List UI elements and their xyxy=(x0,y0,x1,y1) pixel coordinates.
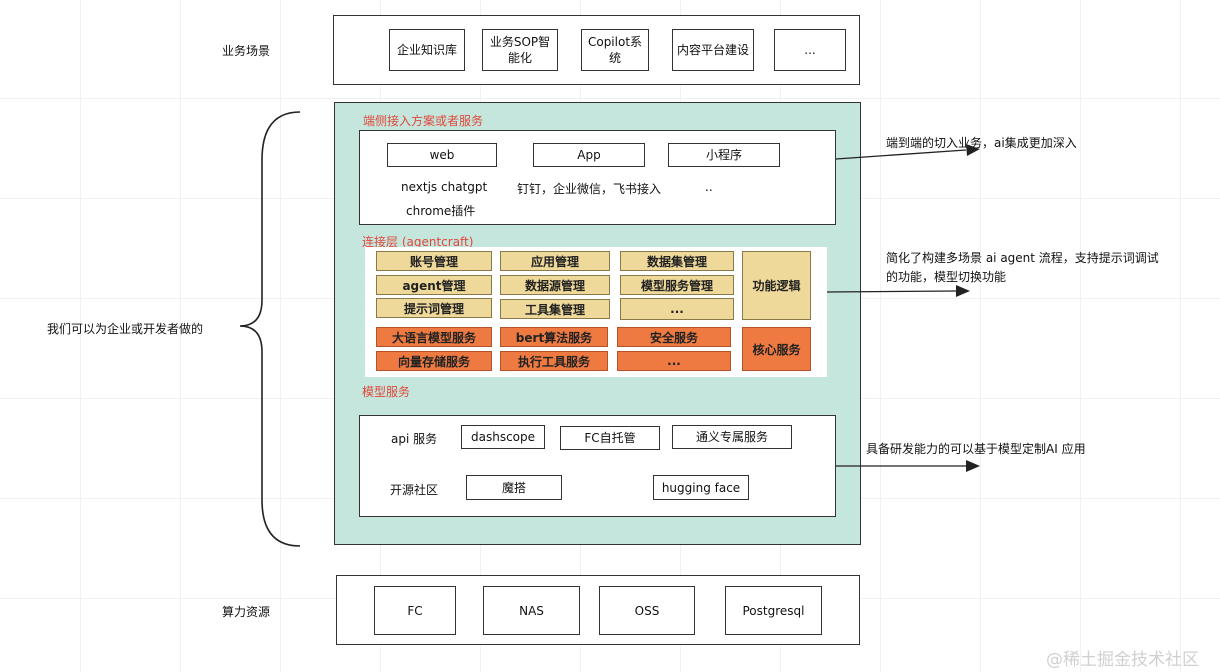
client-app-box: App xyxy=(533,143,645,167)
compute-layer-label: 算力资源 xyxy=(222,605,271,619)
watermark: @稀土掘金技术社区 xyxy=(1046,650,1199,670)
model-modelscope-box: 魔搭 xyxy=(466,475,562,500)
yellow-account-mgmt: 账号管理 xyxy=(376,251,492,271)
client-arrow-note: 端到端的切入业务，ai集成更加深入 xyxy=(886,136,1077,150)
client-web-note-1: nextjs chatgpt xyxy=(401,180,488,194)
orange-core-service: 核心服务 xyxy=(742,327,811,371)
client-layer-title: 端侧接入方案或者服务 xyxy=(363,114,484,128)
yellow-model-service-mgmt: 模型服务管理 xyxy=(620,275,734,295)
business-item-knowledge-base: 企业知识库 xyxy=(389,29,465,71)
client-mini-note: .. xyxy=(705,180,713,194)
business-item-content-platform: 内容平台建设 xyxy=(672,29,754,71)
connect-layer-title: 连接层 (agentcraft) xyxy=(362,235,474,249)
model-arrow xyxy=(836,460,980,472)
curly-brace xyxy=(239,111,301,547)
client-app-note: 钉钉，企业微信，飞书接入 xyxy=(517,182,662,196)
yellow-datasource-mgmt: 数据源管理 xyxy=(500,275,610,295)
orange-vector-storage: 向量存储服务 xyxy=(376,351,492,371)
brace-label: 我们可以为企业或开发者做的 xyxy=(47,322,204,336)
connect-arrow xyxy=(826,285,970,297)
compute-nas-box: NAS xyxy=(483,586,580,635)
model-tongyi-box: 通义专属服务 xyxy=(672,425,792,449)
model-arrow-note: 具备研发能力的可以基于模型定制AI 应用 xyxy=(866,442,1086,456)
model-fc-selfhost-box: FC自托管 xyxy=(560,426,660,450)
business-layer-label: 业务场景 xyxy=(222,44,271,58)
orange-tool-execution: 执行工具服务 xyxy=(500,351,608,371)
yellow-dataset-mgmt: 数据集管理 xyxy=(620,251,734,271)
orange-security-service: 安全服务 xyxy=(617,327,731,347)
connect-arrow-note-1: 简化了构建多场景 ai agent 流程，支持提示词调试 xyxy=(886,251,1159,265)
model-huggingface-box: hugging face xyxy=(653,475,749,500)
yellow-agent-mgmt: agent管理 xyxy=(376,275,492,295)
model-dashscope-box: dashscope xyxy=(461,425,545,449)
orange-bert-service: bert算法服务 xyxy=(500,327,608,347)
orange-llm-service: 大语言模型服务 xyxy=(376,327,492,347)
client-web-box: web xyxy=(387,143,497,167)
client-web-note-2: chrome插件 xyxy=(406,204,476,218)
compute-oss-box: OSS xyxy=(599,586,695,635)
business-item-copilot: Copilot系统 xyxy=(581,29,649,71)
model-layer-title: 模型服务 xyxy=(362,385,411,399)
compute-postgresql-box: Postgresql xyxy=(725,586,822,635)
yellow-more: ... xyxy=(620,298,734,320)
yellow-app-mgmt: 应用管理 xyxy=(500,251,610,271)
client-arrow xyxy=(835,144,980,160)
yellow-prompt-mgmt: 提示词管理 xyxy=(376,298,492,318)
business-item-sop: 业务SOP智能化 xyxy=(482,29,558,71)
compute-fc-box: FC xyxy=(374,586,456,635)
yellow-toolset-mgmt: 工具集管理 xyxy=(500,299,610,319)
yellow-function-logic: 功能逻辑 xyxy=(742,251,811,320)
model-api-label: api 服务 xyxy=(391,432,438,446)
client-miniprogram-box: 小程序 xyxy=(668,143,780,167)
model-oss-label: 开源社区 xyxy=(390,483,439,497)
orange-more: ... xyxy=(617,351,731,371)
business-item-more: ... xyxy=(774,29,846,71)
connect-arrow-note-2: 的功能，模型切换功能 xyxy=(886,270,1007,284)
